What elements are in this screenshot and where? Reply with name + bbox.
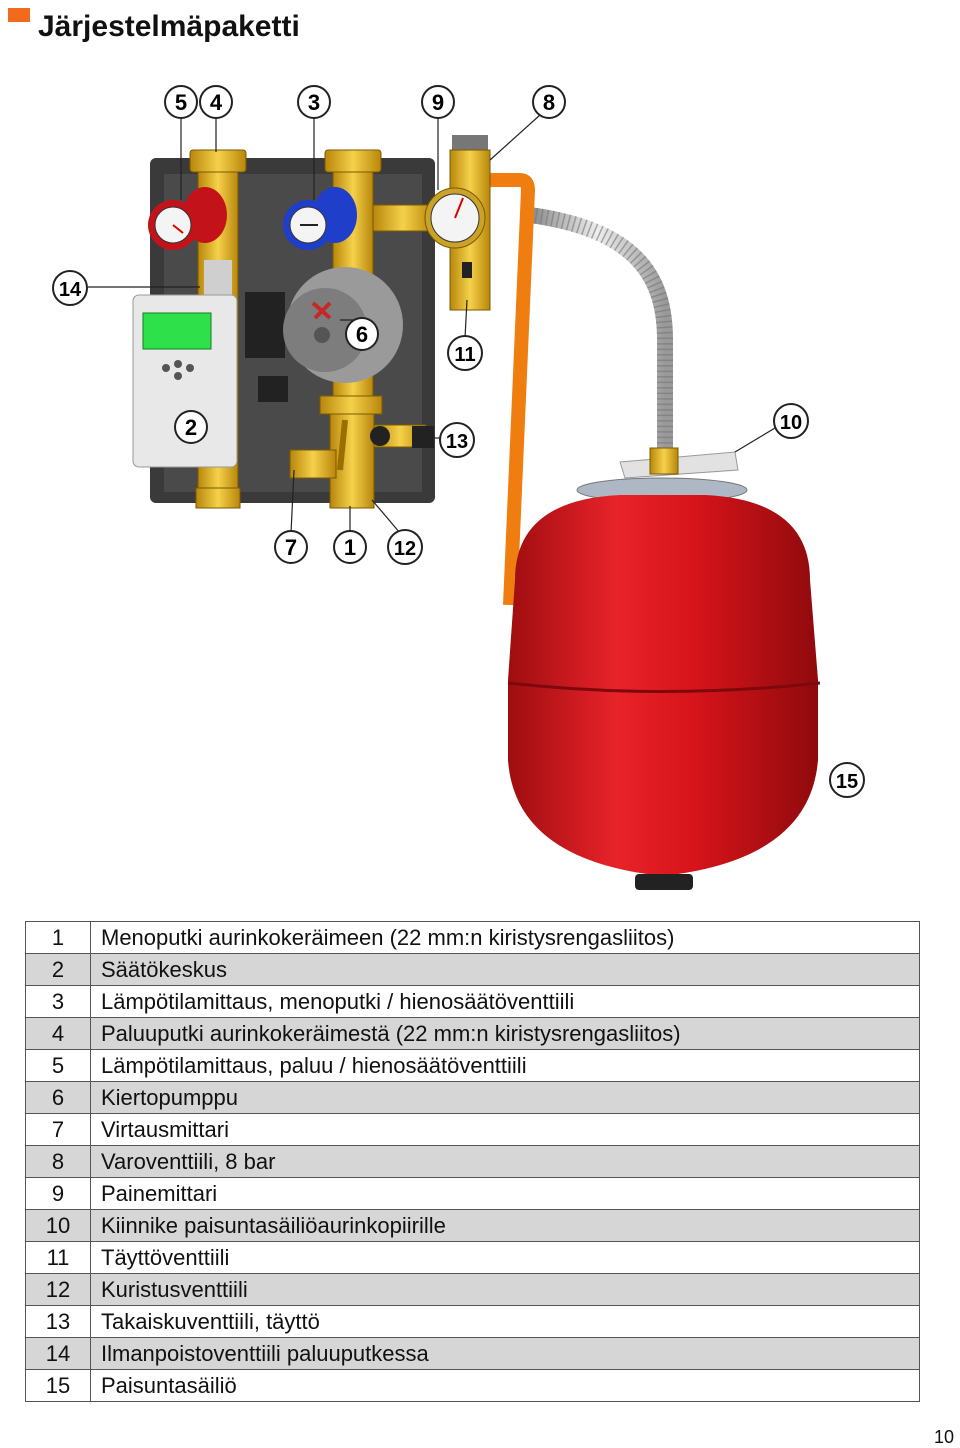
callout-14: 14 <box>52 270 88 306</box>
part-number: 9 <box>25 1177 91 1210</box>
part-description: Säätökeskus <box>90 953 920 986</box>
part-number: 8 <box>25 1145 91 1178</box>
part-number: 6 <box>25 1081 91 1114</box>
svg-text:3: 3 <box>308 90 320 115</box>
part-number: 12 <box>25 1273 91 1306</box>
part-description: Kuristusventtiili <box>90 1273 920 1306</box>
part-description: Paisuntasäiliö <box>90 1369 920 1402</box>
part-number: 10 <box>25 1209 91 1242</box>
svg-text:9: 9 <box>432 90 444 115</box>
callout-5: 5 <box>164 85 198 119</box>
svg-text:11: 11 <box>454 344 475 366</box>
svg-text:7: 7 <box>285 535 297 560</box>
part-description: Menoputki aurinkokeräimeen (22 mm:n kiri… <box>90 921 920 954</box>
orange-drain-pipe <box>488 173 535 606</box>
part-number: 2 <box>25 953 91 986</box>
callout-9: 9 <box>421 85 455 119</box>
svg-text:15: 15 <box>836 771 858 793</box>
callout-15: 15 <box>829 762 865 798</box>
part-description: Täyttöventtiili <box>90 1241 920 1274</box>
callout-13: 13 <box>439 422 475 458</box>
part-description: Virtausmittari <box>90 1113 920 1146</box>
part-description: Kiertopumppu <box>90 1081 920 1114</box>
callout-6: 6 <box>345 317 379 351</box>
svg-text:4: 4 <box>210 90 223 115</box>
callout-11: 11 <box>447 335 483 371</box>
part-number: 1 <box>25 921 91 954</box>
part-number: 11 <box>25 1241 91 1274</box>
expansion-tank <box>507 477 821 890</box>
callout-3: 3 <box>297 85 331 119</box>
page-title: Järjestelmäpaketti <box>38 10 300 43</box>
svg-text:6: 6 <box>356 322 368 347</box>
part-description: Painemittari <box>90 1177 920 1210</box>
part-description: Ilmanpoistoventtiili paluuputkessa <box>90 1337 920 1370</box>
svg-text:1: 1 <box>344 535 356 560</box>
orange-square-icon <box>8 8 30 22</box>
part-number: 14 <box>25 1337 91 1370</box>
svg-text:10: 10 <box>780 412 802 434</box>
callout-1: 1 <box>333 530 367 564</box>
safety-valve-gauge <box>424 135 491 311</box>
svg-text:12: 12 <box>394 538 416 560</box>
system-package-illustration: 5 4 3 9 8 14 6 11 10 2 13 7 1 12 15 <box>52 85 865 890</box>
part-number: 13 <box>25 1305 91 1338</box>
controller-unit <box>132 294 238 468</box>
part-description: Lämpötilamittaus, menoputki / hienosäätö… <box>90 985 920 1018</box>
part-number: 3 <box>25 985 91 1018</box>
tank-bracket <box>619 447 739 479</box>
svg-text:5: 5 <box>175 90 187 115</box>
part-description: Kiinnike paisuntasäiliöaurinkopiirille <box>90 1209 920 1242</box>
callout-markers: 5 4 3 9 8 14 6 11 10 2 13 7 1 12 15 <box>52 85 865 798</box>
callout-7: 7 <box>274 530 308 564</box>
part-description: Takaiskuventtiili, täyttö <box>90 1305 920 1338</box>
callout-2: 2 <box>174 410 208 444</box>
part-number: 4 <box>25 1017 91 1050</box>
part-number: 15 <box>25 1369 91 1402</box>
blue-thermometer-valve <box>283 187 357 250</box>
svg-text:13: 13 <box>446 431 468 453</box>
circulation-pump <box>245 267 403 402</box>
callout-12: 12 <box>387 529 423 565</box>
part-number: 7 <box>25 1113 91 1146</box>
svg-text:2: 2 <box>185 415 197 440</box>
red-thermometer-valve <box>148 187 227 250</box>
part-number: 5 <box>25 1049 91 1082</box>
svg-text:8: 8 <box>543 90 555 115</box>
page-number: 10 <box>933 1427 954 1447</box>
callout-leaders <box>88 114 776 534</box>
callout-4: 4 <box>199 85 233 119</box>
part-description: Paluuputki aurinkokeräimestä (22 mm:n ki… <box>90 1017 920 1050</box>
part-description: Lämpötilamittaus, paluu / hienosäätövent… <box>90 1049 920 1082</box>
callout-8: 8 <box>532 85 566 119</box>
flexible-hose <box>528 207 673 455</box>
svg-text:14: 14 <box>59 279 82 301</box>
flowmeter-assembly <box>289 395 434 509</box>
part-description: Varoventtiili, 8 bar <box>90 1145 920 1178</box>
callout-10: 10 <box>773 403 809 439</box>
